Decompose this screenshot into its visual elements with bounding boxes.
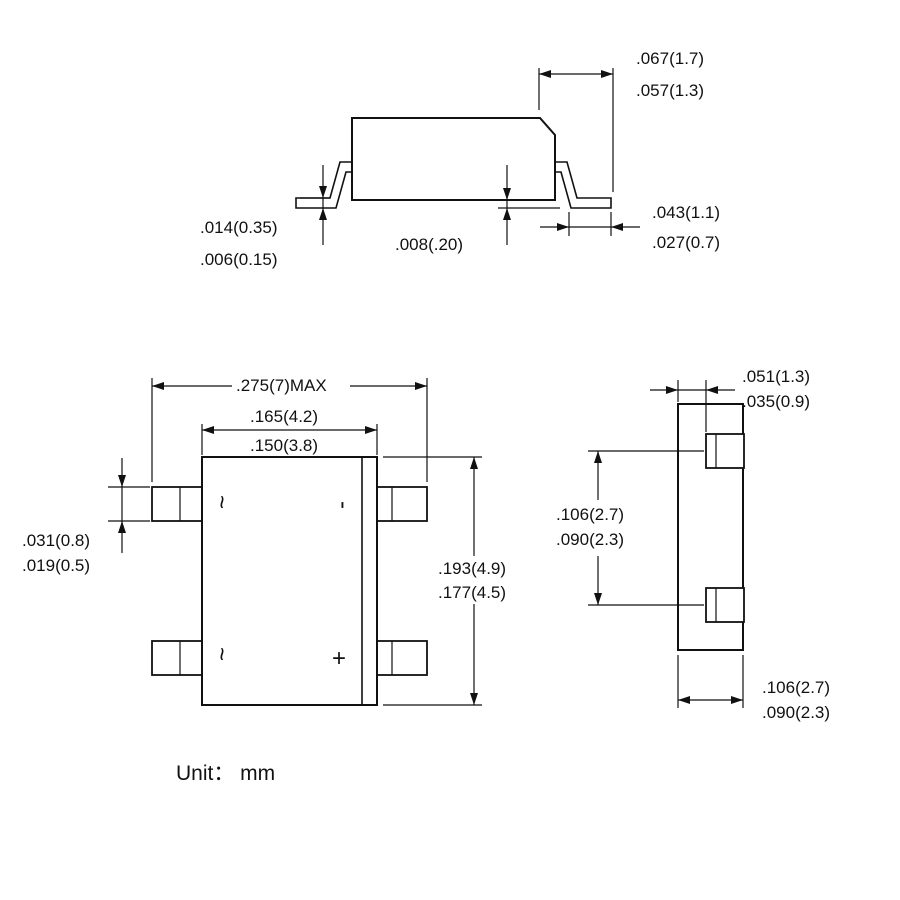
depth-dim-in: .106(2.7): [762, 678, 830, 697]
lead-thickness-dim-in: .014(0.35): [200, 218, 278, 237]
lead-thickness-dim-mm: .006(0.15): [200, 250, 278, 269]
lead-width-dim-in: .031(0.8): [22, 531, 90, 550]
pad-width-dim-in: .051(1.3): [742, 367, 810, 386]
side-right-lead: [555, 161, 612, 209]
side-body: [351, 117, 556, 201]
body-height-dim-mm: .177(4.5): [438, 583, 506, 602]
pin-positive-symbol: +: [332, 645, 346, 672]
overall-width-dim: .275(7)MAX: [236, 376, 327, 395]
body-width-dim-in: .165(4.2): [250, 407, 318, 426]
pad-width-dim-mm: .035(0.9): [742, 392, 810, 411]
end-view: .051(1.3) .035(0.9) .106(2.7) .090(2.3) …: [556, 367, 830, 722]
foot-length-dim-mm: .027(0.7): [652, 233, 720, 252]
body-width-dim-mm: .150(3.8): [250, 436, 318, 455]
side-view: .067(1.7) .057(1.3) .014(0.35) .006(0.15…: [200, 49, 720, 269]
pitch-dim-in: .106(2.7): [556, 505, 624, 524]
top-width-dim-in: .067(1.7): [636, 49, 704, 68]
end-pad-bottom: [705, 587, 745, 623]
top-body: [201, 456, 378, 706]
foot-length-dim-in: .043(1.1): [652, 203, 720, 222]
lead-ac-bottom: [151, 640, 203, 676]
top-width-dim-mm: .057(1.3): [636, 81, 704, 100]
lead-negative: [376, 486, 428, 522]
top-view: ~ ~ - + .275(7)MAX .165(4.2) .150(3.8) .…: [22, 376, 506, 706]
pin-ac-symbol-bottom: ~: [208, 647, 235, 661]
lead-width-dim-mm: .019(0.5): [22, 556, 90, 575]
pitch-dim-mm: .090(2.3): [556, 530, 624, 549]
lead-positive: [376, 640, 428, 676]
end-pad-top: [705, 433, 745, 469]
pin-negative-symbol: -: [330, 501, 357, 509]
depth-dim-mm: .090(2.3): [762, 703, 830, 722]
lead-ac-top: [151, 486, 203, 522]
body-height-dim-in: .193(4.9): [438, 559, 506, 578]
unit-label: Unit： mm: [176, 762, 275, 785]
standoff-dim: .008(.20): [395, 235, 463, 254]
side-left-lead: [295, 161, 352, 209]
pin-ac-symbol-top: ~: [208, 495, 235, 509]
